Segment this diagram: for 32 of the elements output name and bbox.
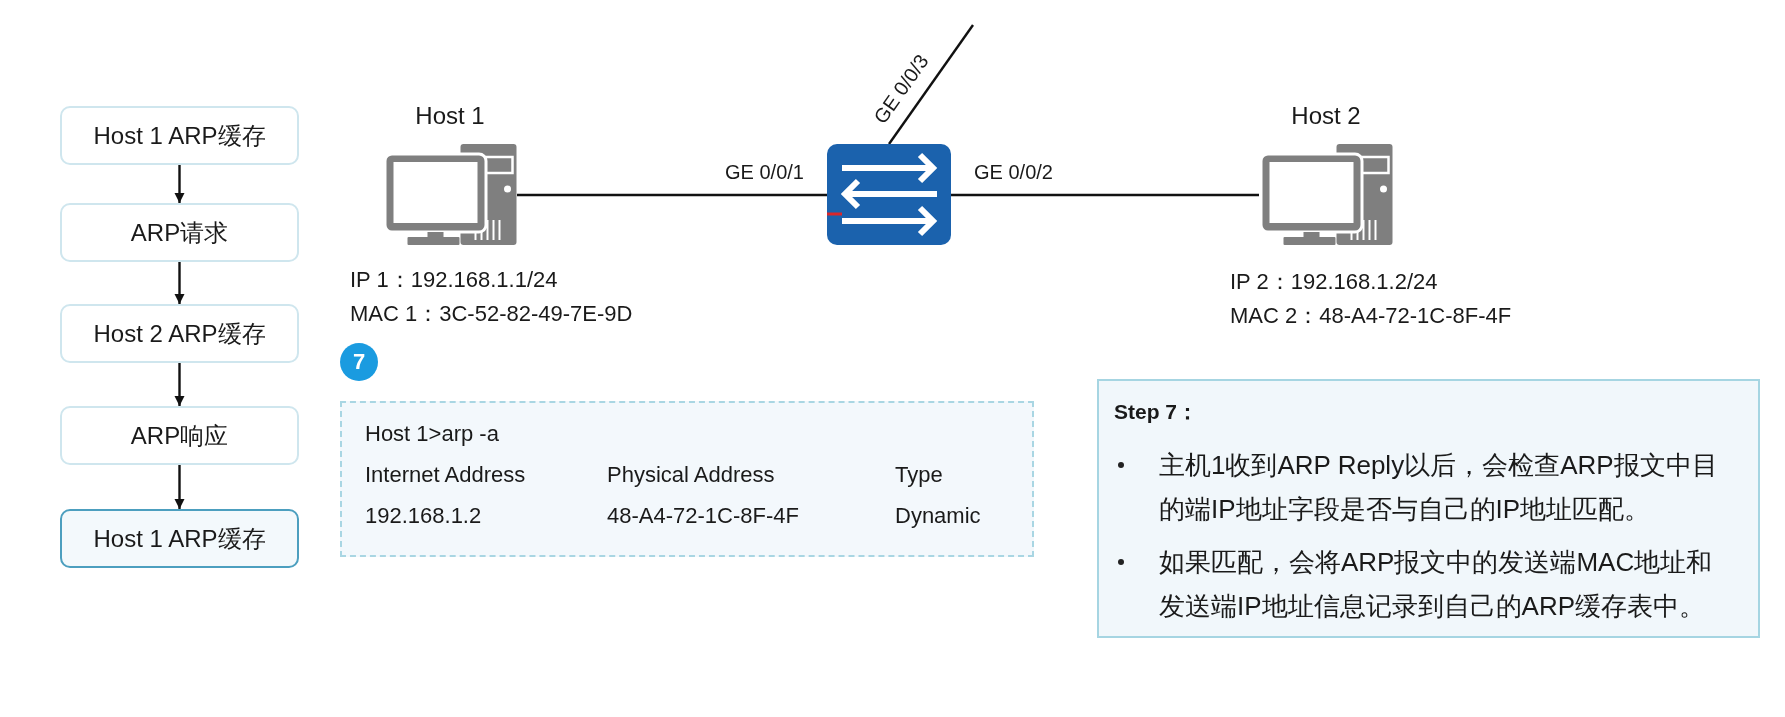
- arp-type-value: Dynamic: [895, 503, 981, 529]
- process-box: Host 2 ARP缓存: [60, 304, 299, 363]
- host-label: Host 2: [1291, 102, 1361, 130]
- step-number-badge: 7: [340, 343, 378, 381]
- command-output-panel: [340, 401, 1034, 557]
- column-heading: Type: [895, 462, 943, 488]
- bullet-text: 如果匹配，会将ARP报文中的发送端MAC地址和发送端IP地址信息记录到自己的ARP缓存表中。: [1159, 546, 1714, 623]
- arrow: [174, 165, 185, 203]
- ip-address-label: IP 2：192.168.1.2/24: [1230, 268, 1438, 296]
- network-switch-icon: [827, 144, 951, 245]
- process-box: ARP请求: [60, 203, 299, 262]
- mac-address-label: MAC 1：3C-52-82-49-7E-9D: [350, 300, 633, 328]
- arrow: [174, 262, 185, 304]
- connection-line: [888, 24, 974, 145]
- process-box: ARP响应: [60, 406, 299, 465]
- connection-line: [517, 193, 827, 197]
- column-heading: Physical Address: [607, 462, 775, 488]
- host-label: Host 1: [415, 102, 485, 130]
- connection-line: [951, 193, 1259, 197]
- process-box: Host 1 ARP缓存: [60, 509, 299, 568]
- arrow: [174, 363, 185, 406]
- arrow: [174, 465, 185, 509]
- mac-address-value: 48-A4-72-1C-8F-4F: [607, 503, 799, 529]
- command-line-text: Host 1>arp -a: [365, 421, 499, 447]
- ip-address-value: 192.168.1.2: [365, 503, 482, 529]
- column-heading: Internet Address: [365, 462, 526, 488]
- step-heading: Step 7：: [1114, 399, 1199, 425]
- bullet-text: 主机1收到ARP Reply以后，会检查ARP报文中目的端IP地址字段是否与自己的IP地址匹配。: [1159, 449, 1719, 526]
- ip-address-label: IP 1：192.168.1.1/24: [350, 266, 558, 294]
- note-panel: [1097, 379, 1760, 638]
- process-box: Host 1 ARP缓存: [60, 106, 299, 165]
- mac-address-label: MAC 2：48-A4-72-1C-8F-4F: [1230, 302, 1512, 330]
